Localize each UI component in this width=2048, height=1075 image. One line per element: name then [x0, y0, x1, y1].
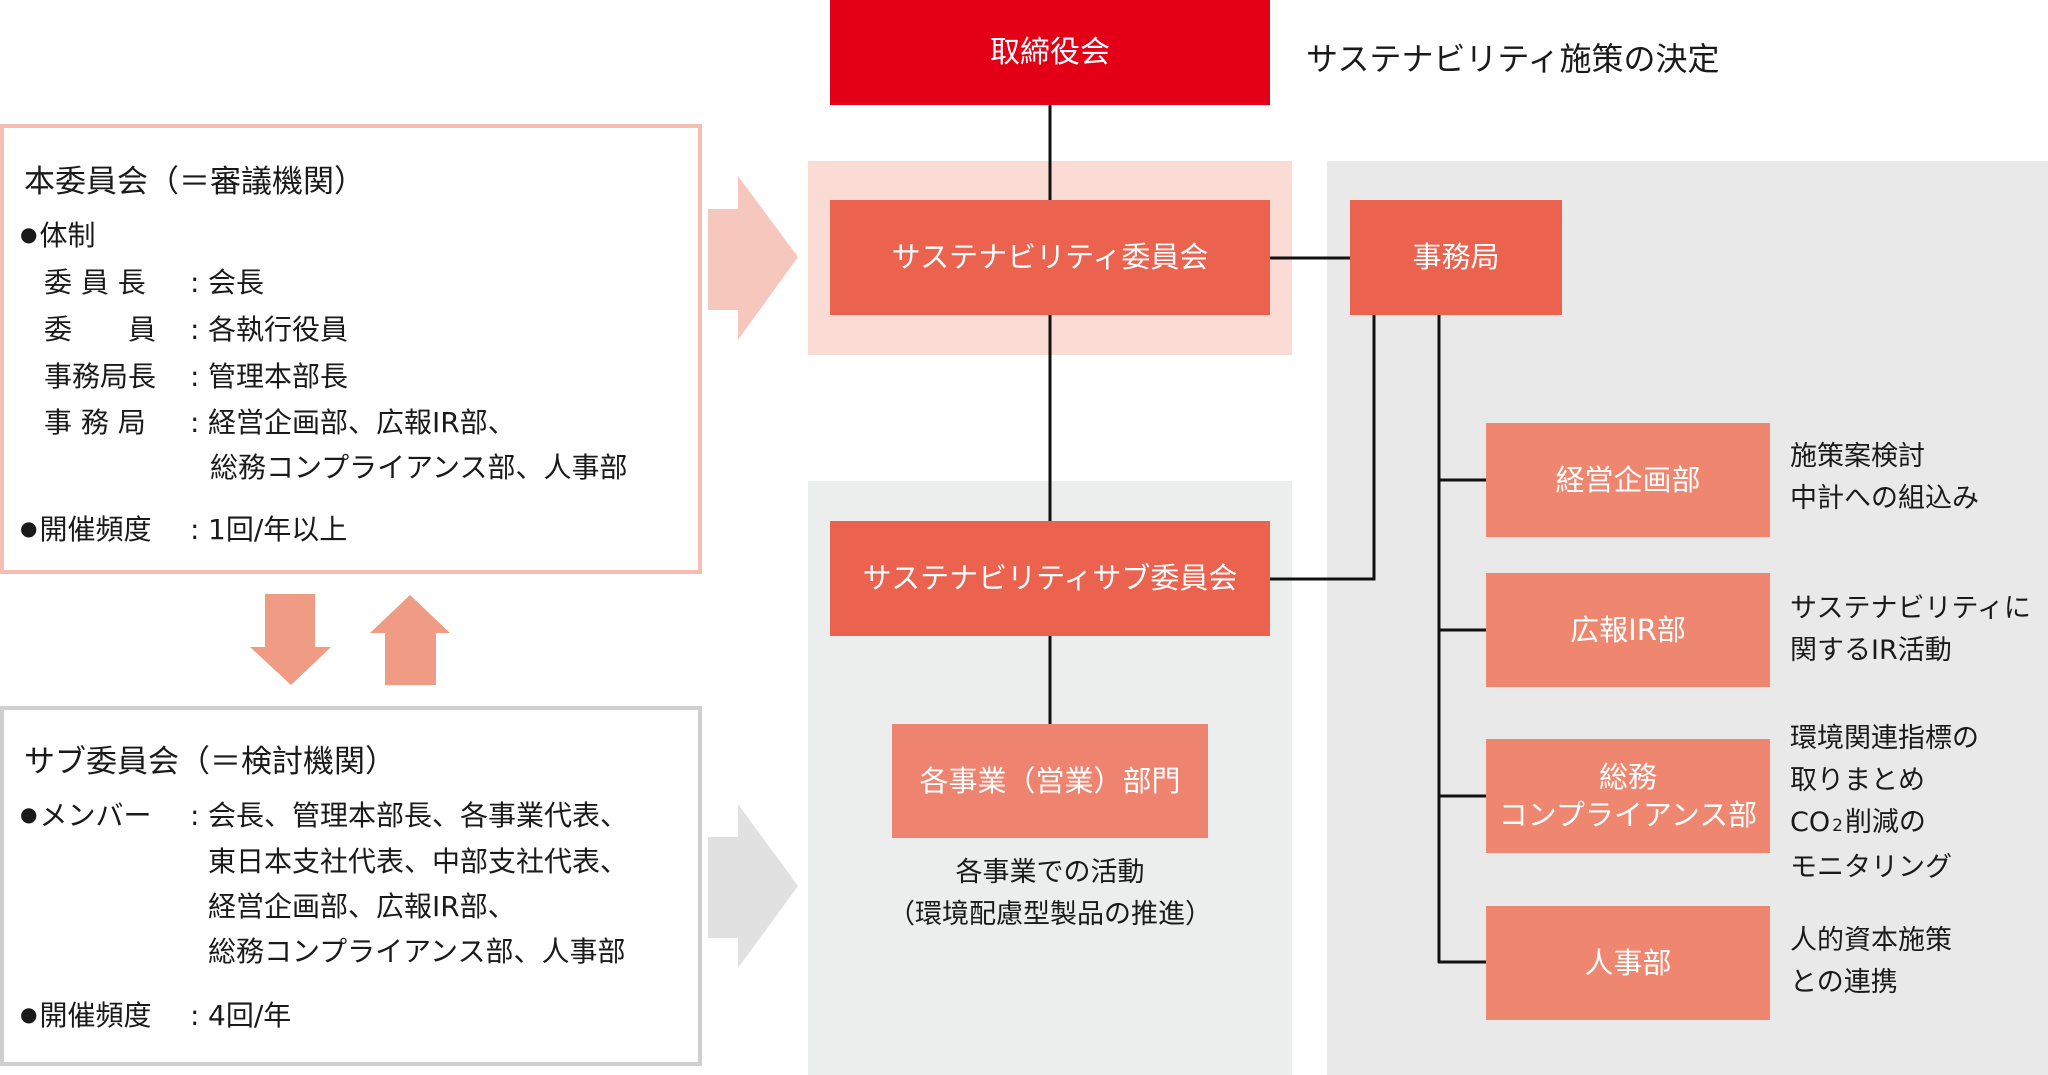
row-colon: :	[190, 999, 200, 1032]
row-value-secretariat-head: 管理本部長	[208, 360, 349, 393]
committee-label: サステナビリティ委員会	[891, 240, 1209, 275]
dept-desc-line: 環境関連指標の	[1790, 723, 1979, 754]
row-value-members: 各執行役員	[208, 313, 349, 346]
structure-heading: ●体制	[20, 219, 96, 252]
business-note-line: （環境配慮型製品の推進）	[888, 899, 1212, 930]
row-colon: :	[190, 360, 200, 393]
co2-subscript: 2	[1832, 816, 1843, 836]
row-label-members: 委 員	[44, 313, 157, 346]
arrow-right-to-subcommittee	[708, 804, 798, 968]
frequency-value: 1回/年以上	[208, 513, 348, 546]
row-label-secretariat: 事 務 局	[44, 406, 146, 439]
row-colon: :	[190, 406, 200, 439]
bullet-icon: ●	[20, 1002, 38, 1026]
dept-desc-line: 取りまとめ	[1790, 765, 1925, 796]
main-committee-panel: 本委員会（＝審議機関） ●体制 委 員 長 : 会長 委 員 : 各執行役員 事…	[0, 124, 702, 574]
bullet-icon: ●	[20, 516, 38, 540]
arrow-up-icon	[370, 595, 450, 685]
sub-committee-panel: サブ委員会（＝検討機関） ●メンバー : 会長、管理本部長、各事業代表、 東日本…	[0, 706, 702, 1066]
frequency-row: ●開催頻度	[20, 999, 152, 1032]
row-colon: :	[190, 799, 200, 832]
business-units-box: 各事業（営業）部門	[892, 724, 1208, 838]
dept-desc-pr-ir: サステナビリティに 関するIR活動	[1790, 588, 2031, 672]
row-value-secretariat: 経営企画部、広報IR部、	[208, 406, 516, 439]
row-label-secretariat-head: 事務局長	[44, 360, 157, 393]
dept-label: 人事部	[1584, 945, 1672, 980]
dept-desc-line: 中計への組込み	[1790, 483, 1979, 514]
dept-box-corporate-planning: 経営企画部	[1486, 423, 1770, 537]
row-colon: :	[190, 266, 200, 299]
bullet-icon: ●	[20, 802, 38, 826]
dept-desc-line: 人的資本施策	[1790, 925, 1952, 956]
row-label-chair: 委 員 長	[44, 266, 146, 299]
board-role-note: サステナビリティ施策の決定	[1306, 40, 1720, 78]
business-note-line: 各事業での活動	[955, 857, 1145, 888]
secretariat-box: 事務局	[1350, 200, 1562, 315]
dept-desc-hr: 人的資本施策 との連携	[1790, 920, 1952, 1004]
members-line: 東日本支社代表、中部支社代表、	[208, 845, 629, 878]
secretariat-label: 事務局	[1412, 240, 1500, 275]
arrow-down-icon	[250, 594, 331, 685]
dept-label: 総務	[1598, 760, 1657, 794]
business-units-label: 各事業（営業）部門	[919, 763, 1181, 798]
members-line: 会長、管理本部長、各事業代表、	[208, 799, 629, 832]
sustainability-subcommittee-box: サステナビリティサブ委員会	[830, 521, 1270, 636]
dept-box-general-compliance: 総務 コンプライアンス部	[1486, 739, 1770, 853]
dept-desc-line: モニタリング	[1790, 852, 1952, 883]
frequency-row: ●開催頻度	[20, 513, 152, 546]
dept-desc-line: との連携	[1790, 967, 1898, 998]
main-committee-title: 本委員会（＝審議機関）	[24, 164, 365, 200]
dept-desc-line: 関するIR活動	[1790, 635, 1952, 666]
members-line: 経営企画部、広報IR部、	[208, 890, 516, 923]
members-row: ●メンバー	[20, 799, 152, 832]
dept-label: 広報IR部	[1570, 612, 1686, 647]
board-label: 取締役会	[990, 34, 1110, 70]
dept-desc-line: サステナビリティに	[1790, 593, 2031, 624]
row-value-secretariat-cont: 総務コンプライアンス部、人事部	[210, 451, 628, 484]
dept-label: 経営企画部	[1555, 462, 1701, 497]
sub-committee-title: サブ委員会（＝検討機関）	[24, 744, 396, 780]
dept-label: コンプライアンス部	[1498, 798, 1758, 832]
bullet-icon: ●	[20, 222, 38, 246]
subcommittee-label: サステナビリティサブ委員会	[862, 561, 1238, 596]
dept-box-hr: 人事部	[1486, 906, 1770, 1020]
arrow-right-to-committee	[708, 176, 798, 340]
row-colon: :	[190, 513, 200, 546]
row-colon: :	[190, 313, 200, 346]
board-of-directors-box: 取締役会	[830, 0, 1270, 105]
dept-desc-corporate-planning: 施策案検討 中計への組込み	[1790, 436, 1979, 520]
dept-box-pr-ir: 広報IR部	[1486, 573, 1770, 687]
members-line: 総務コンプライアンス部、人事部	[208, 935, 626, 968]
row-value-chair: 会長	[208, 266, 265, 299]
dept-desc-line: 施策案検討	[1790, 441, 1925, 472]
sustainability-committee-box: サステナビリティ委員会	[830, 200, 1270, 315]
business-units-note: 各事業での活動 （環境配慮型製品の推進）	[808, 852, 1292, 936]
frequency-value: 4回/年	[208, 999, 292, 1032]
